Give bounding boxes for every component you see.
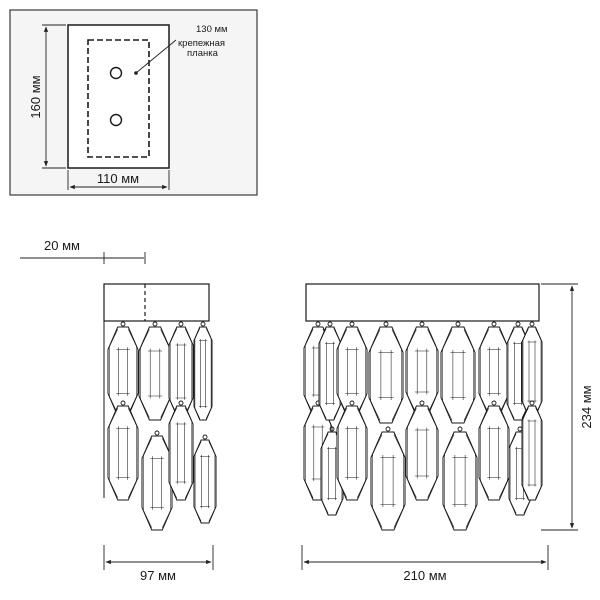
crystal-prism [193,321,213,421]
crystal-prism [168,321,194,417]
offset-label: 20 мм [44,238,80,253]
crystal-prism [368,321,404,424]
plate-note-line1: крепежная [178,38,225,49]
side-view: 20 мм 97 мм [20,238,217,583]
top-height-label: 160 мм [28,75,43,118]
front-view: 234 мм 210 мм [301,283,594,583]
crystal-prism [521,321,543,417]
top-width-label: 110 мм [97,171,139,186]
mounting-base-outline [67,24,170,169]
side-mount-base [103,283,210,322]
plate-note-line2: планка [187,48,219,59]
crystal-prism [478,400,510,501]
crystal-prism [168,400,194,501]
front-width-label: 210 мм [403,568,446,583]
crystal-prism [405,321,439,417]
crystal-prism [478,321,510,417]
plate-size-label: 130 мм [196,24,228,35]
crystal-prism [336,400,368,501]
mounting-plate-outline [87,39,150,158]
crystal-prism [442,426,478,531]
crystal-prism [440,321,476,424]
crystal-prism [521,400,543,501]
front-mount-base [305,283,540,322]
mount-hole-upper [109,66,123,80]
crystal-prism [336,321,368,417]
crystal-prism [107,321,139,417]
crystal-prism [107,400,139,501]
front-height-label: 234 мм [579,385,594,428]
crystal-prism [370,426,406,531]
top-view: 130 мм крепежная планка 160 мм 110 мм [9,9,258,196]
front-crystal-group [303,321,543,531]
side-crystal-group [107,321,217,531]
crystal-prism [318,321,342,421]
crystal-prism [405,400,439,501]
crystal-prism [141,430,173,531]
depth-label: 97 мм [140,568,176,583]
crystal-prism [193,434,217,524]
mount-hole-lower [109,113,123,127]
leader-line [135,39,177,74]
crystal-prism [138,321,172,421]
